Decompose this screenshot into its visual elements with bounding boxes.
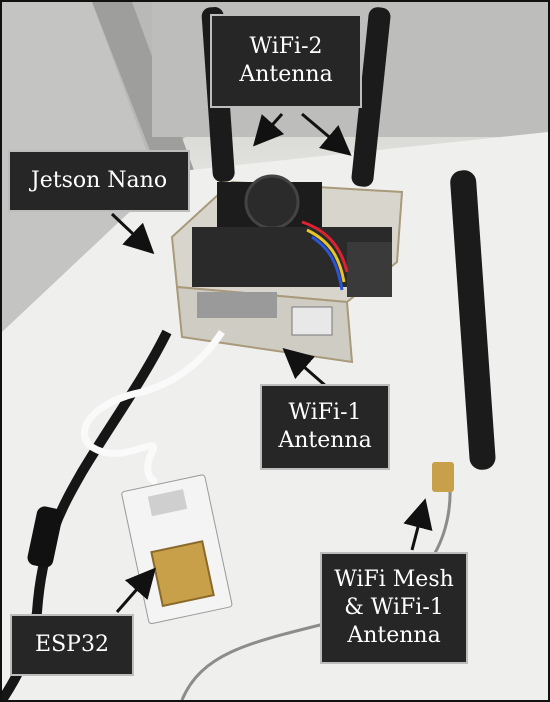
label-jetson-line1: Jetson Nano (30, 168, 168, 193)
label-wifi2-antenna: WiFi-2 Antenna (210, 14, 362, 108)
label-wifi1-antenna: WiFi-1 Antenna (260, 384, 390, 470)
gpio-header (347, 242, 392, 297)
label-mesh-line1: WiFi Mesh (334, 567, 454, 592)
arrow-wifi2-right (301, 112, 352, 156)
arrow-wifi1 (282, 348, 328, 389)
arrow-wifi2-left (253, 113, 285, 147)
label-esp32-line1: ESP32 (35, 632, 109, 657)
jetson-fan (244, 174, 300, 230)
label-jetson-nano: Jetson Nano (8, 150, 190, 212)
label-mesh-antenna: WiFi Mesh & WiFi-1 Antenna (320, 552, 468, 664)
usb-ports (197, 292, 277, 318)
antenna-mesh-connector (432, 462, 454, 492)
label-wifi2-line2: Antenna (239, 62, 333, 87)
usb-cable-white (80, 330, 225, 486)
arrow-esp32 (115, 567, 156, 613)
label-mesh-line2: & WiFi-1 (344, 595, 444, 620)
antenna-mesh (450, 170, 496, 470)
antenna-wifi2-right (351, 7, 391, 187)
gpio-wires (301, 220, 349, 273)
arrow-mesh (403, 498, 433, 551)
arrow-jetson (110, 212, 155, 255)
power-cable-ferrite (27, 506, 63, 568)
label-mesh-line3: Antenna (347, 623, 441, 648)
label-esp32: ESP32 (10, 614, 134, 676)
label-wifi1-line2: Antenna (278, 428, 372, 453)
label-wifi1-line1: WiFi-1 (288, 400, 362, 425)
ethernet-port (291, 306, 333, 336)
label-wifi2-line1: WiFi-2 (249, 34, 323, 59)
